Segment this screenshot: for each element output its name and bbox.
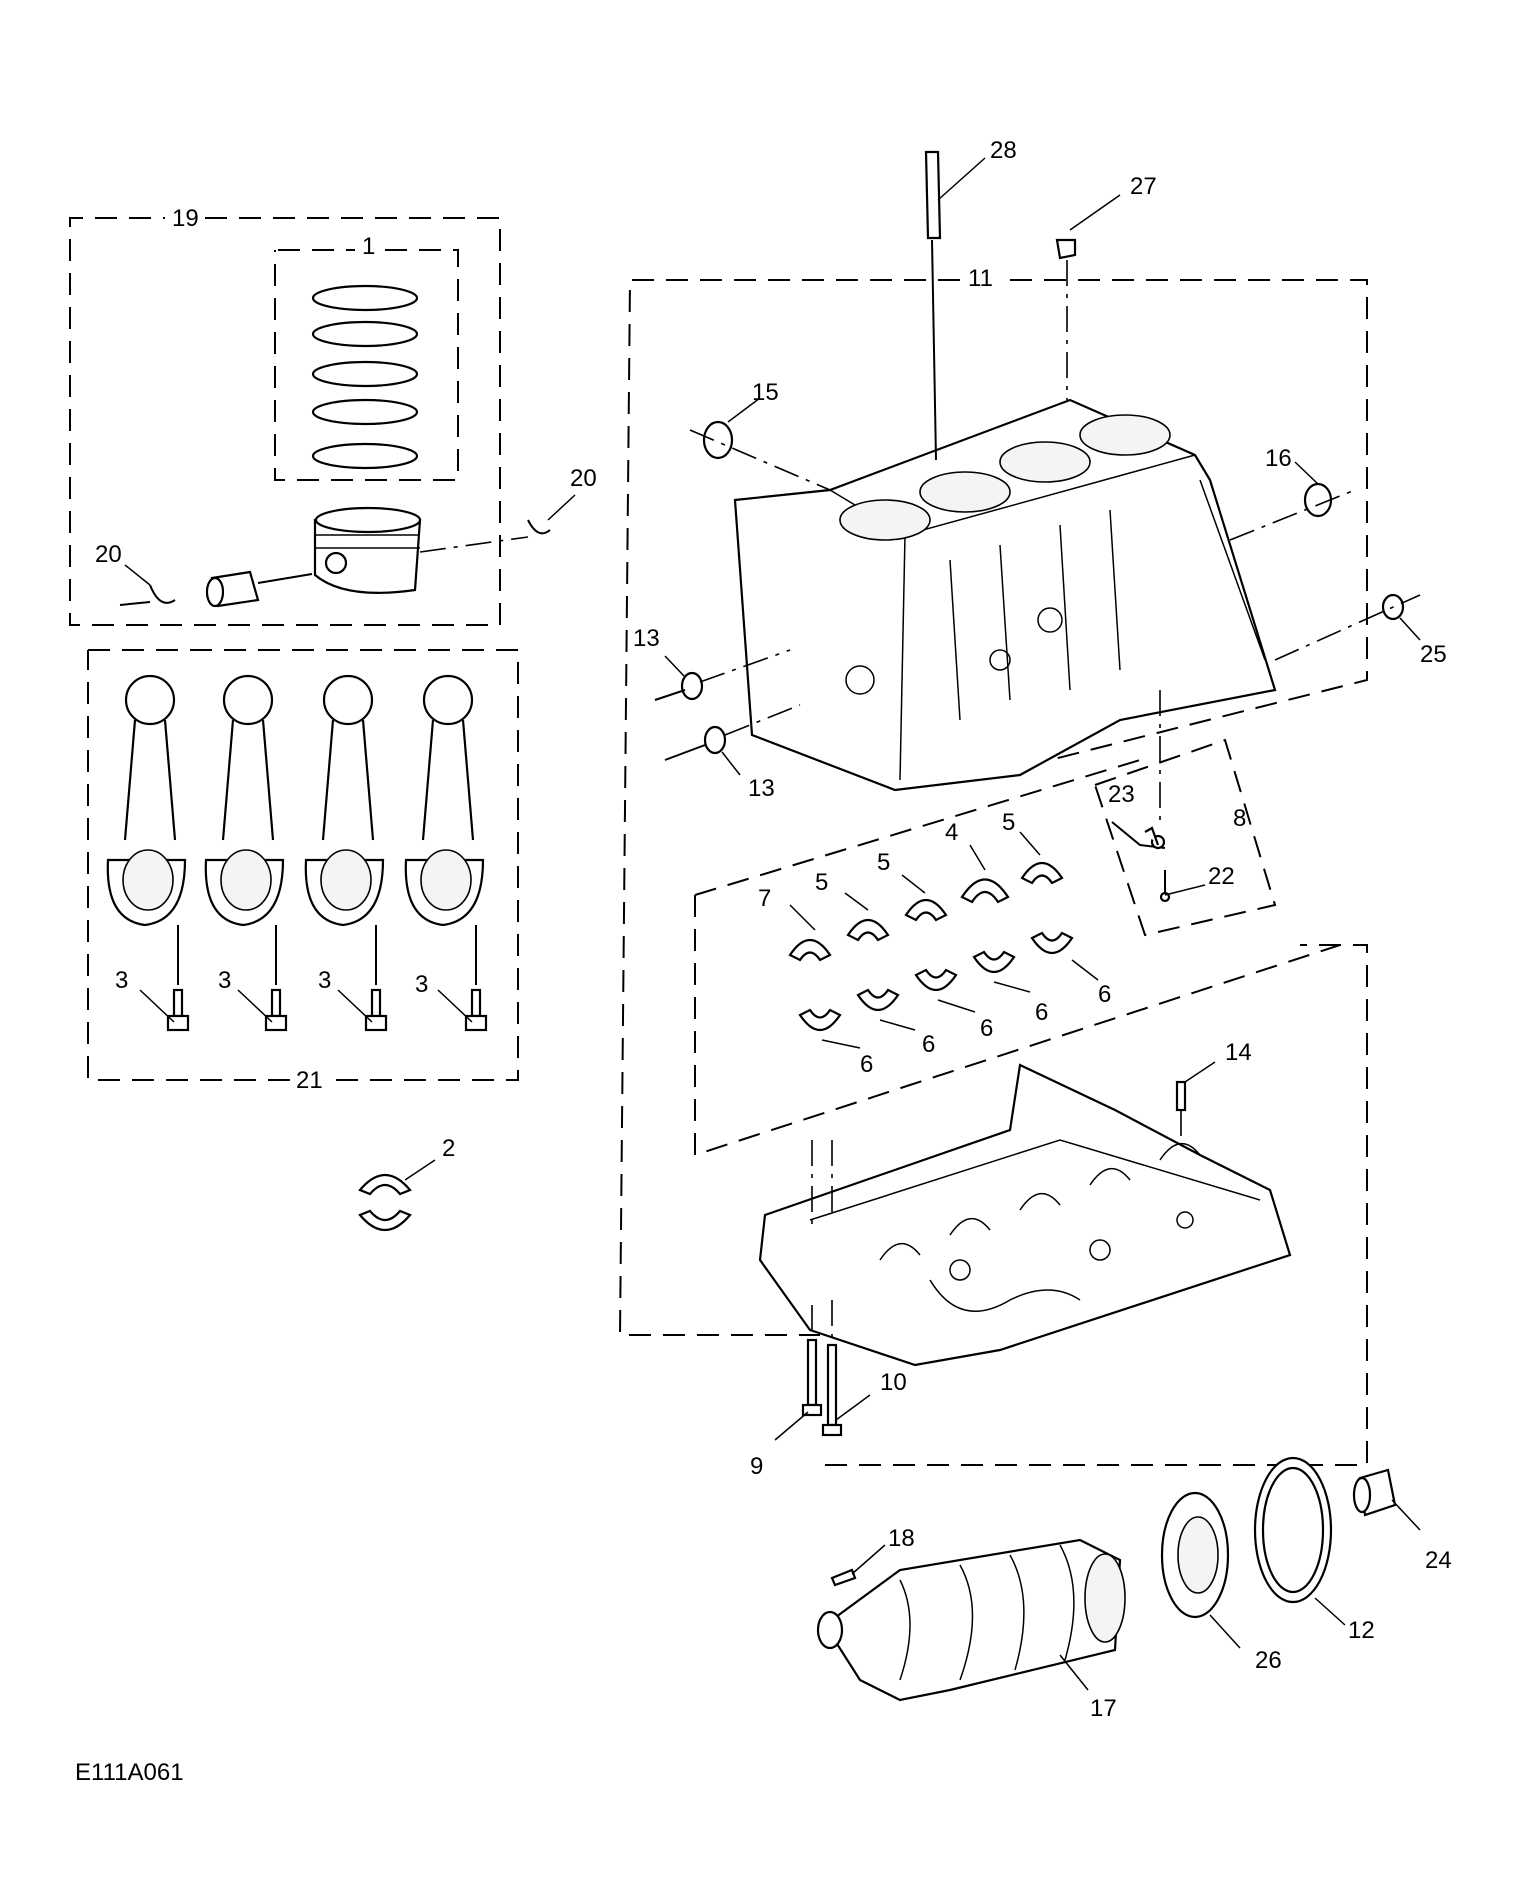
drawing-code: E111A061: [75, 1759, 184, 1786]
callouts: 28 27 11 19 1 15 16 20 20 13 25 13 23 8 …: [95, 137, 1452, 1722]
group-box-1-piston-rings: [274, 249, 459, 481]
callout-17: 17: [1090, 1695, 1117, 1722]
group-box-19-piston-assembly: [69, 217, 501, 626]
callout-26: 26: [1255, 1647, 1282, 1674]
callout-3-d: 3: [415, 971, 428, 998]
callout-18: 18: [888, 1525, 915, 1552]
connecting-rod-3: [304, 674, 385, 927]
callout-6-b: 6: [1035, 999, 1048, 1026]
crankshaft: [816, 1538, 1126, 1702]
bush-24: [1352, 1468, 1397, 1517]
callout-5-b: 5: [877, 849, 890, 876]
woodruff-key-18: [830, 1568, 857, 1587]
group-box-bearing-shells: [694, 759, 1341, 1157]
callout-22: 22: [1208, 863, 1235, 890]
connecting-rod-bolts: [166, 925, 488, 1032]
callout-27: 27: [1130, 173, 1157, 200]
core-plug-16: [1229, 482, 1356, 541]
callout-8: 8: [1233, 805, 1246, 832]
bearing-shell-pair-2: [358, 1174, 412, 1231]
plug-25: [1274, 593, 1421, 661]
connecting-rod-2: [204, 674, 285, 927]
callout-25: 25: [1420, 641, 1447, 668]
dowel-14: [1175, 1080, 1187, 1160]
callout-10: 10: [880, 1369, 907, 1396]
bedplate: [758, 1063, 1292, 1367]
callout-2: 2: [442, 1135, 455, 1162]
crankshaft-oil-seal-12: [1253, 1456, 1333, 1604]
callout-14: 14: [1225, 1039, 1252, 1066]
plug-27: [1055, 238, 1077, 400]
seal-13-upper: [654, 649, 791, 701]
cylinder-block: [733, 398, 1277, 792]
callout-9: 9: [750, 1453, 763, 1480]
group-box-21-connecting-rods: [87, 649, 519, 1081]
group-box-8-oil-jet: [1093, 738, 1277, 937]
callout-21: 21: [296, 1067, 323, 1094]
callout-6-c: 6: [980, 1015, 993, 1042]
callout-3-a: 3: [115, 967, 128, 994]
piston-rings: [311, 284, 419, 470]
callout-6-a: 6: [1098, 981, 1111, 1008]
callout-6-d: 6: [922, 1031, 935, 1058]
callout-3-c: 3: [318, 967, 331, 994]
dowel-28: [924, 150, 942, 461]
callout-12: 12: [1348, 1617, 1375, 1644]
callout-28: 28: [990, 137, 1017, 164]
callout-23: 23: [1108, 781, 1135, 808]
connecting-rod-1: [106, 674, 187, 927]
callout-3-b: 3: [218, 967, 231, 994]
callout-7: 7: [758, 885, 771, 912]
callout-15: 15: [752, 379, 779, 406]
callout-1: 1: [362, 233, 375, 260]
main-bearing-shells-lower: [798, 931, 1074, 1032]
callout-20-right: 20: [570, 465, 597, 492]
main-bearing-shells-upper: [788, 861, 1064, 962]
callout-20-left: 20: [95, 541, 122, 568]
connecting-rod-4: [404, 674, 485, 927]
callout-13-upper: 13: [633, 625, 660, 652]
callout-13-lower: 13: [748, 775, 775, 802]
circlip-right: [419, 519, 551, 553]
callout-24: 24: [1425, 1547, 1452, 1574]
core-plug-15: [689, 420, 831, 491]
leader-lines: [124, 157, 1421, 1691]
circlip-left: [119, 584, 176, 606]
callout-4: 4: [945, 819, 958, 846]
callout-11: 11: [968, 265, 993, 292]
callout-5-a: 5: [1002, 809, 1015, 836]
callout-6-e: 6: [860, 1051, 873, 1078]
callout-16: 16: [1265, 445, 1292, 472]
piston-pin: [205, 570, 313, 608]
piston: [313, 506, 422, 594]
reluctor-ring-26: [1160, 1491, 1230, 1619]
bedplate-bolts: [801, 1300, 843, 1437]
oil-jet-8: [1111, 690, 1171, 903]
callout-5-c: 5: [815, 869, 828, 896]
group-box-11-cylinder-block: [618, 279, 1368, 1466]
seal-13-lower: [664, 704, 801, 761]
callout-19: 19: [172, 205, 199, 232]
